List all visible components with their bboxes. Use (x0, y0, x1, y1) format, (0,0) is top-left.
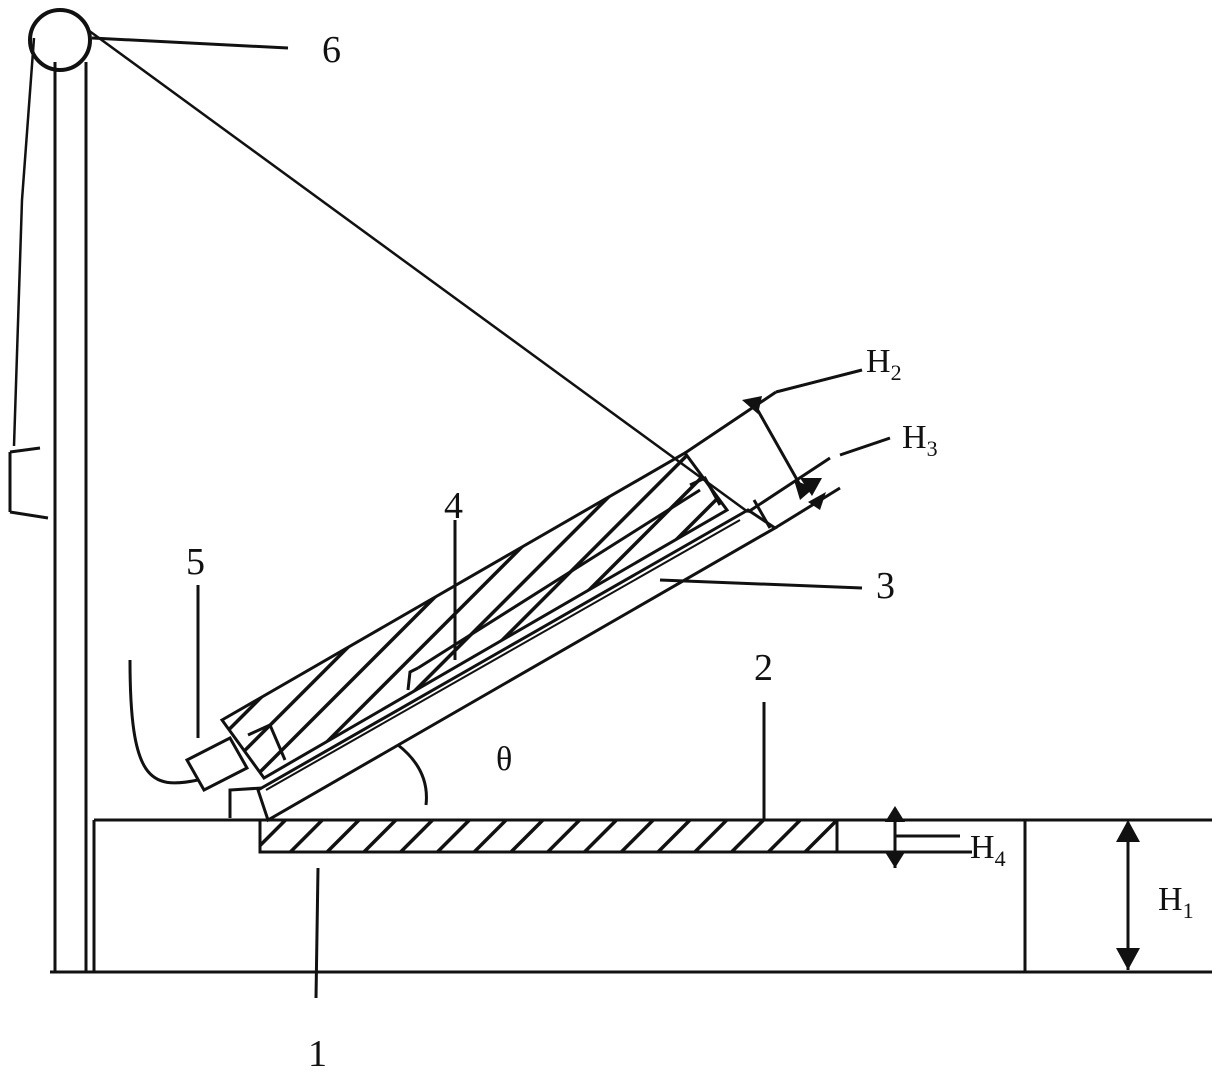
label-part-3: 3 (876, 565, 895, 607)
label-h1: H1 (1158, 881, 1194, 923)
h1-dimension (1116, 820, 1140, 970)
label-h4: H4 (970, 829, 1006, 871)
label-part-5: 5 (186, 541, 205, 583)
specimen-block (219, 451, 730, 780)
label-h3: H3 (902, 419, 938, 461)
hoist-rope (12, 28, 749, 514)
pulley (28, 8, 92, 72)
h4-dimension (837, 806, 972, 868)
label-part-4: 4 (444, 485, 463, 527)
label-part-1: 1 (308, 1033, 327, 1072)
leader-lines (91, 36, 863, 999)
hinge-bracket (228, 786, 263, 818)
sensor (128, 659, 250, 792)
plate-inner-edge (265, 519, 741, 791)
specimen-inner-outline (247, 476, 722, 761)
label-part-6: 6 (322, 29, 341, 71)
counterweight (8, 446, 49, 520)
label-h2: H2 (866, 343, 902, 385)
support-column (53, 62, 88, 972)
h2-dimension (684, 368, 863, 514)
h3-dimension (752, 436, 891, 530)
base-slab (258, 818, 839, 854)
label-part-2: 2 (754, 647, 773, 689)
label-angle-theta: θ (496, 741, 512, 778)
angle-arc (397, 743, 428, 806)
